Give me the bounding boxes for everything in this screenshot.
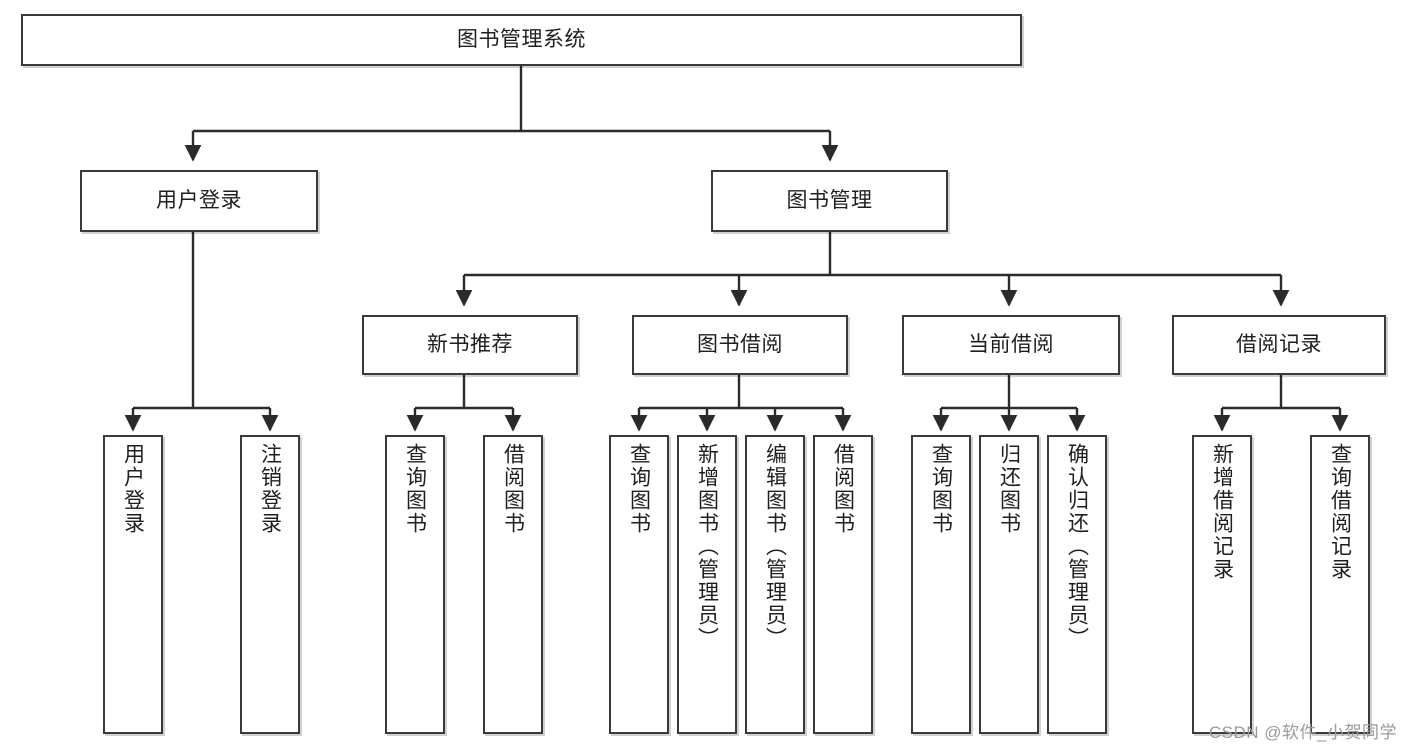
- node-book-management[interactable]: 图书管理: [711, 170, 948, 232]
- node-borrow-record[interactable]: 借阅记录: [1172, 315, 1386, 375]
- node-book-borrow[interactable]: 图书借阅: [632, 315, 848, 375]
- node-book-borrow-label: 图书借阅: [697, 332, 783, 356]
- leaf-book-borrow-borrow[interactable]: 借阅图书: [813, 435, 873, 734]
- node-borrow-record-label: 借阅记录: [1236, 332, 1322, 356]
- leaf-book-borrow-query[interactable]: 查询图书: [609, 435, 669, 734]
- leaf-new-book-borrow[interactable]: 借阅图书: [483, 435, 543, 734]
- leaf-user-login-logout[interactable]: 注销登录: [240, 435, 300, 734]
- watermark-text: CSDN @软件_小贺同学: [1208, 723, 1397, 742]
- node-user-login[interactable]: 用户登录: [80, 170, 318, 232]
- leaf-user-login-login[interactable]: 用户登录: [103, 435, 163, 734]
- leaf-current-borrow-query[interactable]: 查询图书: [911, 435, 971, 734]
- leaf-label: 借阅图书: [831, 443, 855, 535]
- leaf-label: 借阅图书: [501, 443, 525, 535]
- node-current-borrow-label: 当前借阅: [968, 332, 1054, 356]
- node-user-login-label: 用户登录: [156, 188, 242, 212]
- leaf-book-borrow-edit[interactable]: 编辑图书（管理员）: [745, 435, 805, 734]
- leaf-label: 查询图书: [929, 443, 953, 535]
- leaf-label: 注销登录: [258, 443, 282, 535]
- leaf-label: 新增借阅记录: [1210, 443, 1234, 581]
- leaf-label: 新增图书（管理员）: [695, 443, 719, 650]
- leaf-label: 确认归还（管理员）: [1065, 443, 1089, 650]
- leaf-label: 编辑图书（管理员）: [763, 443, 787, 650]
- leaf-borrow-record-add[interactable]: 新增借阅记录: [1192, 435, 1252, 734]
- leaf-label: 查询图书: [403, 443, 427, 535]
- leaf-current-borrow-return[interactable]: 归还图书: [979, 435, 1039, 734]
- leaf-label: 查询图书: [627, 443, 651, 535]
- node-new-book-recommend[interactable]: 新书推荐: [362, 315, 578, 375]
- leaf-book-borrow-add[interactable]: 新增图书（管理员）: [677, 435, 737, 734]
- leaf-current-borrow-confirm-return[interactable]: 确认归还（管理员）: [1047, 435, 1107, 734]
- node-root[interactable]: 图书管理系统: [21, 14, 1022, 66]
- leaf-borrow-record-query[interactable]: 查询借阅记录: [1310, 435, 1370, 734]
- node-book-management-label: 图书管理: [786, 188, 873, 212]
- node-new-book-recommend-label: 新书推荐: [427, 332, 513, 356]
- node-current-borrow[interactable]: 当前借阅: [902, 315, 1120, 375]
- leaf-label: 用户登录: [121, 443, 145, 535]
- leaf-label: 查询借阅记录: [1328, 443, 1352, 581]
- leaf-new-book-query[interactable]: 查询图书: [385, 435, 445, 734]
- leaf-label: 归还图书: [997, 443, 1021, 535]
- node-root-label: 图书管理系统: [457, 27, 586, 51]
